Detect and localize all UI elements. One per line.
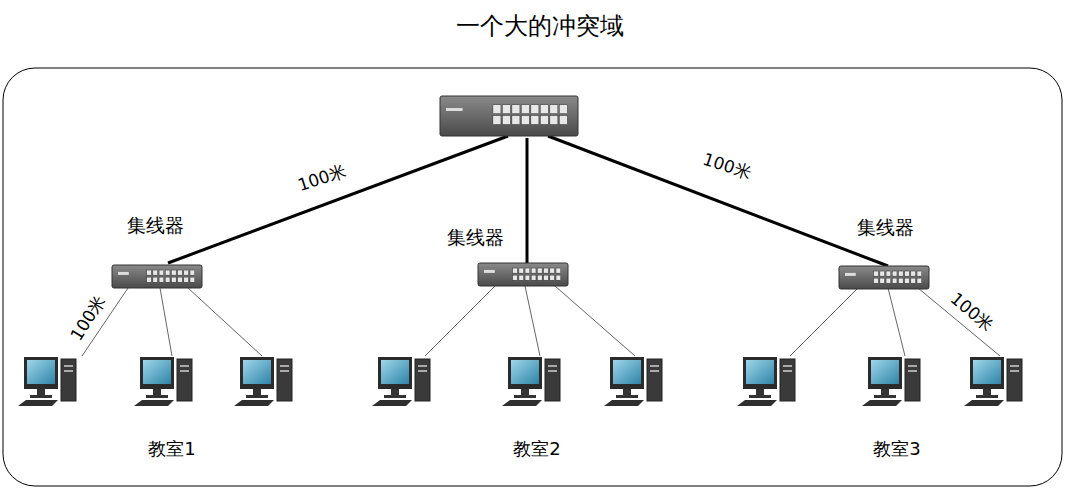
wires — [82, 136, 1000, 356]
hub-label: 集线器 — [124, 213, 187, 239]
distance-label: 100米 — [698, 148, 755, 184]
computer-icon — [964, 357, 1022, 406]
computer-icon — [134, 357, 192, 406]
computer-icon — [604, 357, 662, 406]
switch-icon — [440, 96, 578, 136]
hub-icon — [112, 265, 202, 288]
distance-label: 100米 — [945, 287, 999, 337]
devices — [18, 96, 1022, 406]
computer-icon — [862, 357, 920, 406]
hub-node: 集线器 — [124, 213, 187, 243]
hub-label: 集线器 — [854, 215, 917, 241]
computer-icon — [372, 357, 430, 406]
computer-icon — [18, 357, 76, 406]
domain-border — [3, 68, 1062, 486]
computer-icon — [502, 357, 560, 406]
classroom-label: 教室3 — [873, 438, 920, 460]
hub-icon — [478, 263, 568, 286]
hub-label: 集线器 — [444, 225, 507, 251]
classroom-label: 教室1 — [148, 438, 195, 460]
distance-label: 100米 — [293, 160, 350, 196]
distance-label: 100米 — [65, 290, 111, 346]
classroom-label: 教室2 — [513, 438, 560, 460]
hub-icon — [839, 266, 929, 289]
computer-icon — [234, 357, 292, 406]
diagram-title: 一个大的冲突域 — [456, 12, 624, 41]
computer-icon — [737, 357, 795, 406]
hub-node: 集线器 — [444, 225, 507, 255]
hub-node: 集线器 — [854, 215, 917, 245]
